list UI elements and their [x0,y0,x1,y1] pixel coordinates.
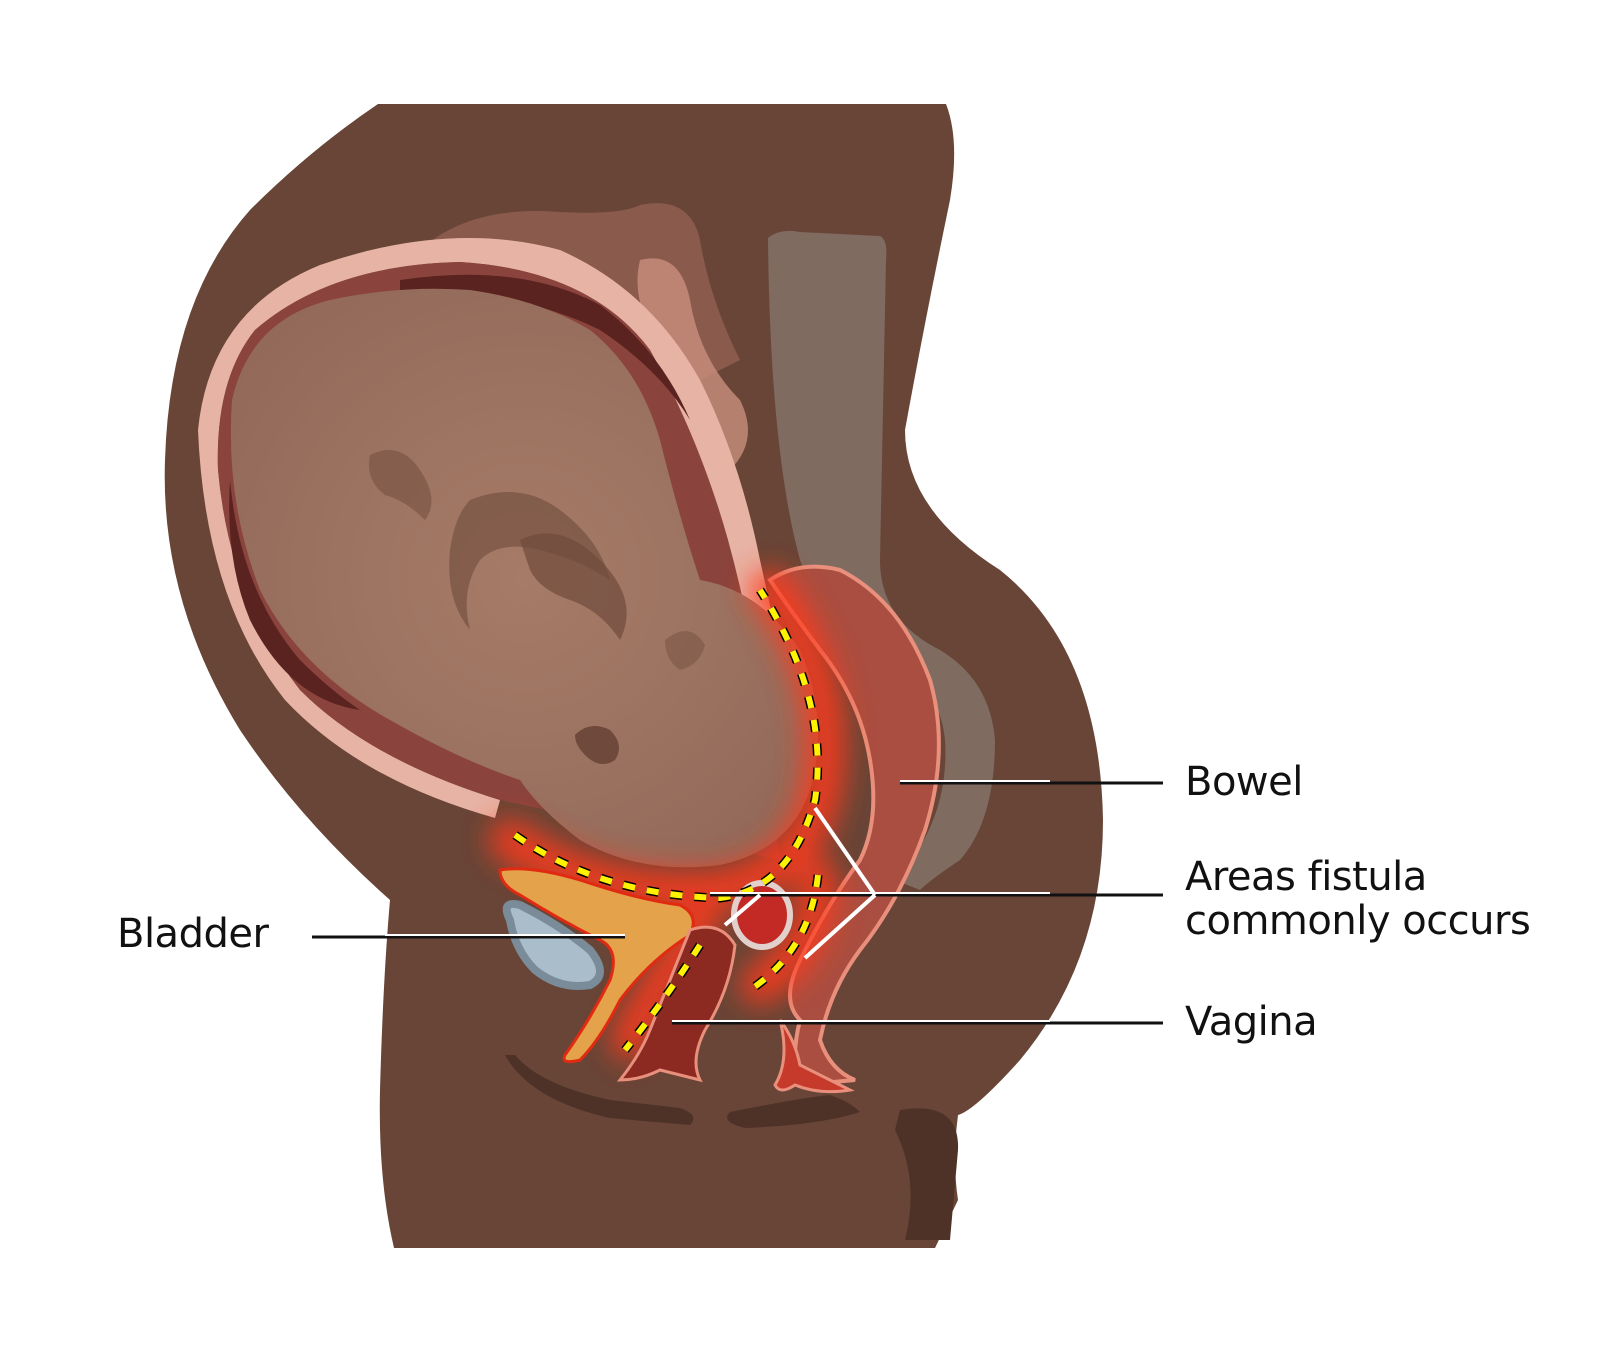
fetus [230,288,819,868]
label-fistula-areas: Areas fistula commonly occurs [1185,854,1531,944]
fetus-hand [369,450,432,520]
fetus-face [665,631,705,670]
fetus-leg [520,533,627,640]
urethra [498,867,695,1064]
label-bowel: Bowel [1185,759,1303,805]
vagina-lower [773,1019,855,1094]
spine-region [768,230,995,890]
fetus-arm [449,492,610,630]
label-bladder: Bladder [117,911,269,957]
buttock-shadow [895,1108,959,1240]
vagina-canal [616,925,737,1083]
fetus-ear [575,726,619,764]
bladder [502,900,604,990]
uterus-left-dark [229,480,360,710]
label-vagina: Vagina [1185,999,1318,1045]
groin-crease-2 [727,1095,860,1128]
leader-lines [312,780,1163,1025]
groin-crease-1 [505,1055,694,1125]
